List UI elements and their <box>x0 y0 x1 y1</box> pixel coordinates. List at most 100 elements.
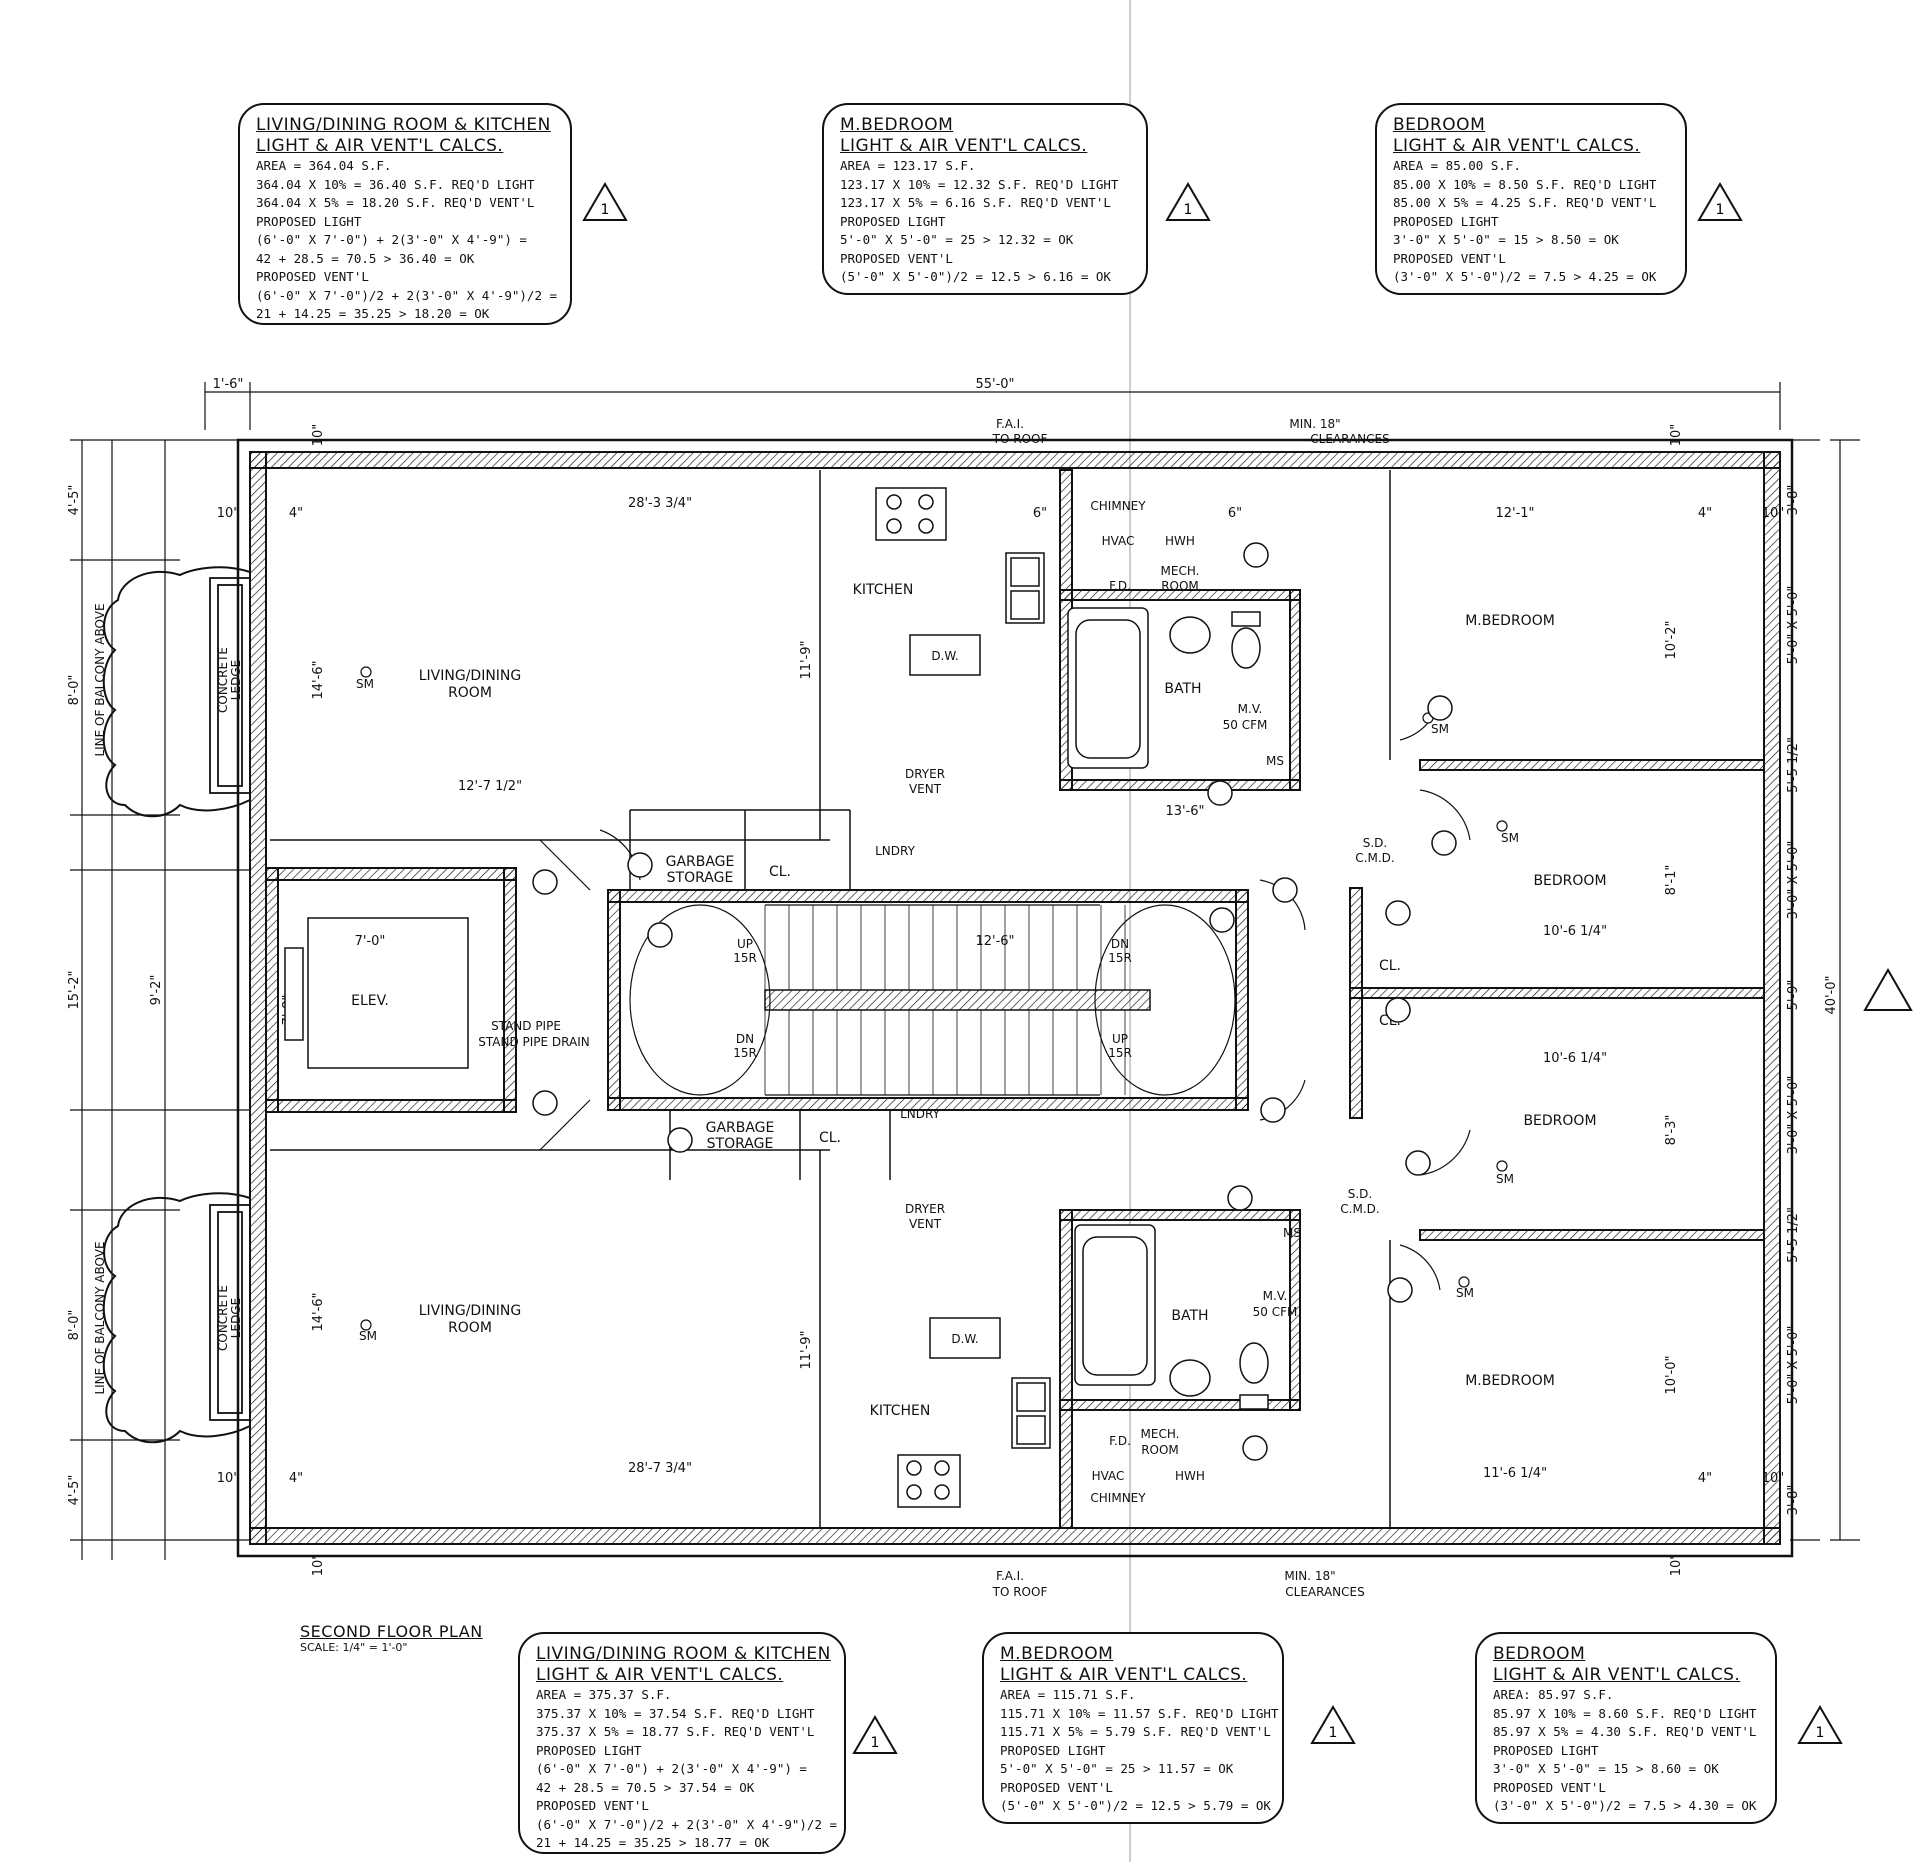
dim-mbed-height-top: 10'-2" <box>1664 620 1679 659</box>
dim-window-7: 5'-0" X 5'-0" <box>1786 1326 1801 1405</box>
plan-revision-tag <box>1863 967 1913 1011</box>
dim-4-a: 4" <box>289 506 303 521</box>
dim-living-width-bot: 28'-7 3/4" <box>628 1461 692 1476</box>
calc-line: 21 + 14.25 = 35.25 > 18.77 = OK <box>536 1835 770 1850</box>
range-bot <box>897 1454 961 1508</box>
dimension-lines <box>70 382 1860 1560</box>
svg-text:1: 1 <box>601 202 610 218</box>
revision-triangle-2: 1 <box>1165 182 1211 221</box>
calc-line: 85.97 X 5% = 4.30 S.F. REQ'D VENT'L <box>1493 1724 1757 1739</box>
dishwasher-label-bot: D.W. <box>951 1332 978 1346</box>
revision-triangle-4: 1 <box>852 1715 898 1754</box>
sm-2: SM <box>359 1329 377 1343</box>
toilet-top <box>1231 611 1261 627</box>
svg-text:1: 1 <box>1816 1725 1825 1741</box>
hvac-top: HVAC <box>1102 534 1135 548</box>
drawing-scale: SCALE: 1/4" = 1'-0" <box>300 1641 408 1654</box>
room-kitchen-top: KITCHEN <box>853 582 914 598</box>
calc-line: 85.00 X 10% = 8.50 S.F. REQ'D LIGHT <box>1393 176 1657 192</box>
calc-line: 123.17 X 10% = 12.32 S.F. REQ'D LIGHT <box>840 176 1119 192</box>
calc-note-subtitle: LIGHT & AIR VENT'L CALCS. <box>536 1665 784 1685</box>
calc-line: PROPOSED VENT'L <box>536 1798 649 1813</box>
chimney-top: CHIMNEY <box>1090 499 1146 513</box>
calc-line: 5'-0" X 5'-0" = 25 > 12.32 = OK <box>840 232 1074 247</box>
calc-line: (3'-0" X 5'-0")/2 = 7.5 > 4.25 = OK <box>1393 269 1657 284</box>
dim-window-4: 5'-9" <box>1786 980 1801 1011</box>
calc-line: 364.04 X 10% = 36.40 S.F. REQ'D LIGHT <box>256 176 535 192</box>
calc-line: PROPOSED VENT'L <box>256 269 369 284</box>
ms-top: MS <box>1266 754 1284 768</box>
calc-line: AREA = 85.00 S.F. <box>1393 158 1521 173</box>
calc-line: PROPOSED VENT'L <box>840 250 953 266</box>
lavatory-bot <box>1169 1359 1211 1397</box>
dim-living-height-bot: 14'-6" <box>311 1292 326 1331</box>
stair-15r-3: 15R <box>733 1046 757 1060</box>
calc-line: 42 + 28.5 = 70.5 > 36.40 = OK <box>256 250 475 266</box>
calc-line: 115.71 X 10% = 11.57 S.F. REQ'D LIGHT <box>1000 1705 1279 1721</box>
bath-fixtures <box>1067 607 1269 1410</box>
mech-bot-b: ROOM <box>1141 1443 1179 1457</box>
room-bed-top: BEDROOM <box>1533 873 1606 889</box>
calc-line: (6'-0" X 7'-0")/2 + 2(3'-0" X 4'-9")/2 = <box>536 1816 838 1832</box>
dim-elevator-width: 7'-0" <box>355 934 386 949</box>
calc-line: 123.17 X 5% = 6.16 S.F. REQ'D VENT'L <box>840 195 1111 210</box>
cfm-bot: 50 CFM <box>1253 1305 1298 1319</box>
room-living-bot-b: ROOM <box>448 1320 492 1336</box>
dim-mbed-height-bot: 10'-0" <box>1664 1355 1679 1394</box>
calc-note-title: LIVING/DINING ROOM & KITCHEN <box>256 115 551 135</box>
calc-note-bed-top: BEDROOM LIGHT & AIR VENT'L CALCS. AREA =… <box>1375 103 1687 295</box>
hwh-top: HWH <box>1165 534 1195 548</box>
interior-walls <box>265 469 1765 1529</box>
dim-10-bl: 10" <box>311 1554 326 1577</box>
calc-line: (5'-0" X 5'-0")/2 = 12.5 > 5.79 = OK <box>1000 1798 1271 1813</box>
equipment-labels: CHIMNEY HVAC HWH MECH. ROOM F.D. M.V. 50… <box>356 417 1519 1599</box>
dryer-vent-bot-b: VENT <box>909 1217 942 1231</box>
mv-bot: M.V. <box>1263 1289 1288 1303</box>
range-top <box>875 487 947 541</box>
drawing-title-block: SECOND FLOOR PLAN SCALE: 1/4" = 1'-0" <box>300 1622 483 1654</box>
calc-line: 3'-0" X 5'-0" = 15 > 8.50 = OK <box>1393 232 1619 247</box>
smoke-detector-top-b: C.M.D. <box>1355 851 1394 865</box>
smoke-detector-bot: S.D. <box>1348 1187 1373 1201</box>
sm-5: SM <box>1496 1172 1514 1186</box>
calc-line: PROPOSED LIGHT <box>1000 1742 1106 1758</box>
calc-line: 85.97 X 10% = 8.60 S.F. REQ'D LIGHT <box>1493 1705 1757 1721</box>
calc-note-mbed-bot: M.BEDROOM LIGHT & AIR VENT'L CALCS. AREA… <box>982 1632 1284 1824</box>
standpipe-label: STAND PIPE <box>491 1019 561 1033</box>
ledge-label-top-b: LEDGE <box>229 660 243 700</box>
ledge-label-top-a: CONCRETE <box>216 647 230 713</box>
room-garbage-bot: GARBAGE <box>706 1120 775 1136</box>
calc-line: 3'-0" X 5'-0" = 15 > 8.60 = OK <box>1493 1761 1719 1776</box>
stair-up-top: UP <box>737 937 753 951</box>
room-garbage-top: GARBAGE <box>666 854 735 870</box>
fd-bot: F.D. <box>1109 1434 1131 1448</box>
room-closet-3: CL. <box>1379 958 1401 974</box>
balcony-line-label-top: LINE OF BALCONY ABOVE <box>93 603 107 756</box>
svg-text:1: 1 <box>1329 1725 1338 1741</box>
ledge-labels: CONCRETE LEDGE CONCRETE LEDGE LINE OF BA… <box>93 603 243 1394</box>
room-bath-bot: BATH <box>1171 1308 1208 1324</box>
svg-text:1: 1 <box>1716 202 1725 218</box>
stair-dn-bot: DN <box>736 1032 754 1046</box>
dim-4-b: 4" <box>289 1471 303 1486</box>
calc-line: (3'-0" X 5'-0")/2 = 7.5 > 4.30 = OK <box>1493 1798 1757 1813</box>
dim-overall-width: 55'-0" <box>975 377 1014 392</box>
dim-window-1: 5'-0" X 5'-0" <box>1786 586 1801 665</box>
room-bath-top: BATH <box>1164 681 1201 697</box>
room-closet-1: CL. <box>769 864 791 880</box>
stair-treads <box>764 905 1126 1095</box>
calc-line: PROPOSED VENT'L <box>1000 1779 1113 1795</box>
dim-left-a: 4'-5" <box>67 485 82 516</box>
fai-bot-b: TO ROOF <box>992 1585 1048 1599</box>
calc-line: AREA = 375.37 S.F. <box>536 1687 672 1702</box>
room-garbage-bot-b: STORAGE <box>707 1136 774 1152</box>
dim-10-tr: 10" <box>1669 424 1684 447</box>
revision-triangle-5: 1 <box>1310 1705 1356 1744</box>
lavatory-top <box>1169 616 1211 654</box>
dim-4-d: 4" <box>1698 1471 1712 1486</box>
calc-note-subtitle: LIGHT & AIR VENT'L CALCS. <box>256 136 504 156</box>
clearance-top: MIN. 18" <box>1289 417 1340 431</box>
calc-note-living-bot: LIVING/DINING ROOM & KITCHEN LIGHT & AIR… <box>518 1632 846 1854</box>
sm-3: SM <box>1431 722 1449 736</box>
dim-offset: 1'-6" <box>213 377 244 392</box>
